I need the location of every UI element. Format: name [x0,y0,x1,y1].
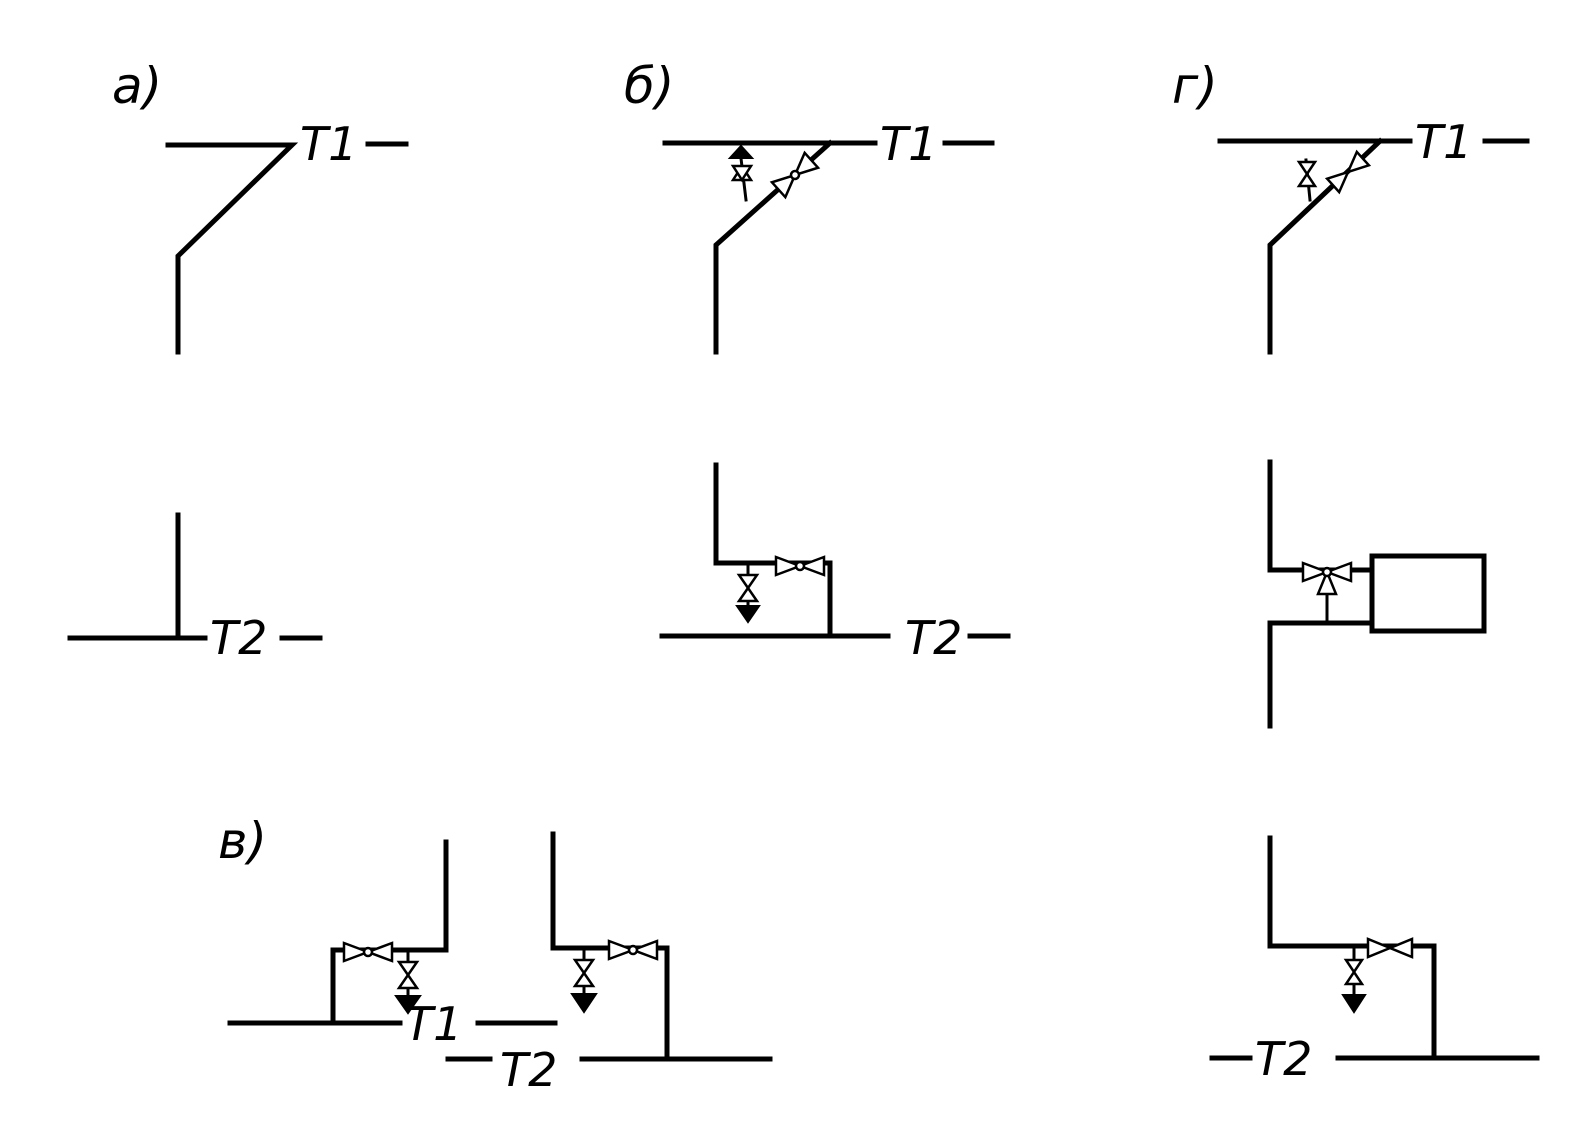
panel-v-return-label: T2 [500,1043,557,1097]
panel-v: в) T1 T2 [218,812,773,1097]
panel-b-supply-riser [713,139,834,355]
panel-b-return-gate-valve [774,555,826,577]
panel-v-right-gate-valve [607,939,659,961]
panel-a-supply-riser [165,142,299,355]
panel-g-supply-drain-valve [1296,158,1318,202]
panel-b-supply-label: T1 [880,117,937,171]
panel-g-equipment-box [1369,553,1487,634]
panel-a-letter: а) [112,57,162,115]
panel-v-left-connection [330,839,449,1026]
panel-v-supply-label: T1 [405,997,462,1051]
panel-g-return-label: T2 [1255,1032,1312,1086]
panel-a: а) T1 T2 [67,57,409,665]
panel-b-return-drain-valve [735,561,761,624]
panel-g-supply-label: T1 [1415,115,1472,169]
panel-a-supply-label: T1 [300,117,357,171]
panel-b-supply-gate-valve [769,150,821,200]
panel-g-supply-gate-valve [1324,149,1372,195]
panel-b-supply-drain-valve [727,144,755,202]
panel-g-return-gate-valve [1366,937,1414,959]
panel-g-mid-return-pipe [1267,620,1373,729]
panel-g-return-connection [1267,835,1437,1061]
panel-v-letter: в) [218,812,267,870]
panel-g: г) T1 T2 [1172,57,1540,1086]
panel-g-return-drain-valve [1341,944,1367,1014]
panel-g-letter: г) [1172,57,1218,115]
panel-b-return-connection [713,462,833,639]
panel-a-return-label: T2 [210,611,267,665]
panel-b: б) T1 T2 [624,57,1011,665]
panel-b-return-label: T2 [905,611,962,665]
panel-g-three-way-valve [1301,561,1353,596]
panel-g-supply-riser [1267,137,1384,355]
panel-g-mid-supply-pipe [1267,459,1373,573]
panel-v-left-drain-valve [394,948,422,1015]
panel-v-left-gate-valve [342,941,394,963]
panel-b-letter: б) [624,57,674,115]
panel-v-right-drain-valve [570,946,598,1014]
